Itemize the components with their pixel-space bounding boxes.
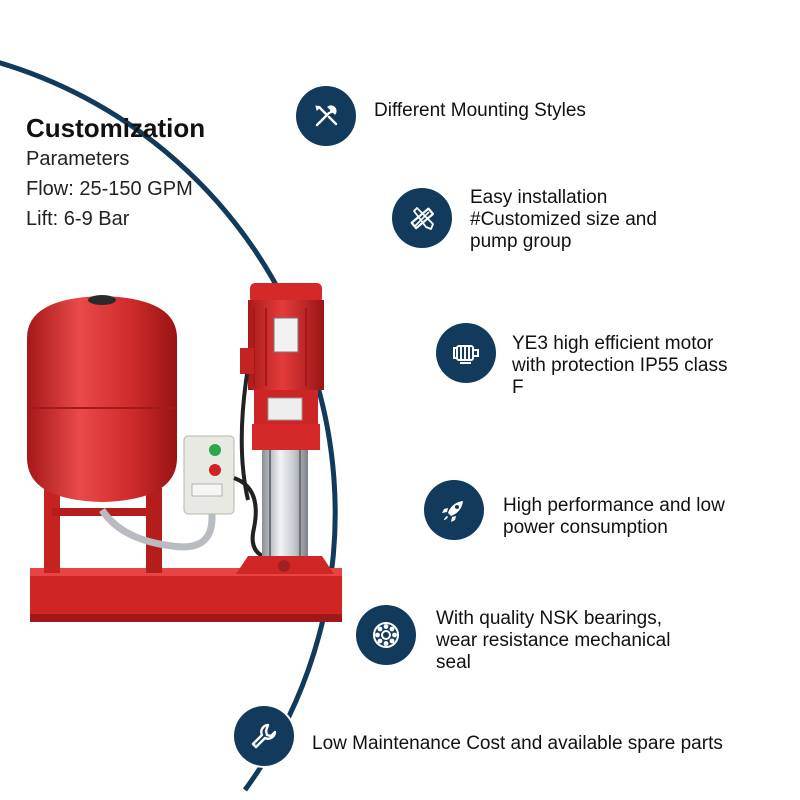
pencil-ruler-icon [392, 188, 452, 248]
feature-text-mounting: Different Mounting Styles [374, 100, 586, 121]
spec-block: Customization Parameters Flow: 25-150 GP… [26, 112, 205, 234]
rocket-icon [424, 480, 484, 540]
feature-text-performance: High performance and low power consumpti… [503, 495, 725, 538]
feature-text-installation: Easy installation #Customized size and p… [470, 187, 657, 252]
wrench-icon [234, 706, 294, 766]
tools-icon [296, 86, 356, 146]
spec-line-flow: Flow: 25-150 GPM [26, 178, 193, 200]
bearing-icon [356, 605, 416, 665]
spec-line-parameters: Parameters [26, 148, 130, 170]
pump-set-illustration [27, 283, 342, 622]
feature-text-motor: YE3 high efficient motor with protection… [512, 333, 728, 398]
motor-icon [436, 323, 496, 383]
feature-text-bearings: With quality NSK bearings, wear resistan… [436, 608, 671, 673]
feature-text-maintenance: Low Maintenance Cost and available spare… [312, 733, 723, 754]
spec-title: Customization [26, 113, 206, 143]
spec-line-lift: Lift: 6-9 Bar [26, 208, 130, 230]
